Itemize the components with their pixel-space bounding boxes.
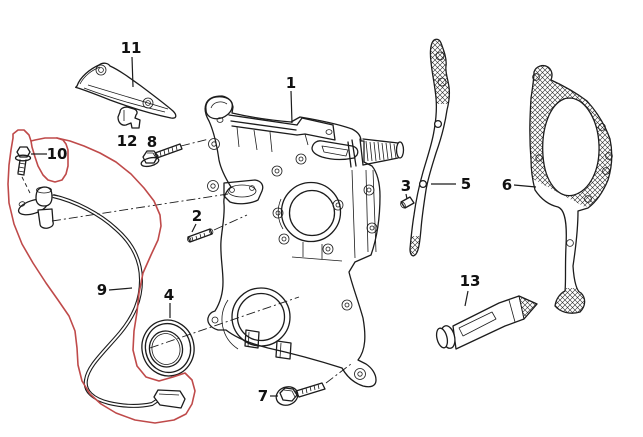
chain-guide-clip <box>117 106 141 129</box>
bolt-bosses <box>207 138 378 380</box>
callout-9: 9 <box>97 281 133 299</box>
cable-connector <box>153 389 186 409</box>
part-number-12[interactable]: 12 <box>117 132 138 150</box>
callout-8: 8 <box>147 133 157 151</box>
callout-1: 1 <box>286 74 296 124</box>
threaded-stub <box>347 138 405 168</box>
callout-7: 7 <box>258 387 278 405</box>
callout-11: 11 <box>121 39 142 88</box>
crankshaft-sensor-cable <box>17 186 186 409</box>
bolt-7 <box>275 382 326 406</box>
callout-13: 13 <box>460 272 481 307</box>
water-pump-gasket-6 <box>529 65 613 314</box>
part-number-11[interactable]: 11 <box>121 39 142 57</box>
timing-gasket-5 <box>409 38 451 257</box>
shaft-seal-ring <box>141 319 195 377</box>
part-number-8[interactable]: 8 <box>147 133 157 151</box>
highlight-annotation <box>7 129 196 424</box>
bolt-10 <box>14 146 32 176</box>
stud-2 <box>187 228 214 243</box>
part-number-13[interactable]: 13 <box>460 272 481 290</box>
alignment-lines <box>21 138 352 384</box>
callout-12: 12 <box>117 132 138 150</box>
sensor-head <box>17 186 59 229</box>
bolt-8 <box>140 143 183 168</box>
part-number-10[interactable]: 10 <box>47 145 68 163</box>
callout-2: 2 <box>191 207 202 233</box>
callout-10: 10 <box>31 145 67 163</box>
part-number-7[interactable]: 7 <box>258 387 268 405</box>
part-number-9[interactable]: 9 <box>97 281 107 299</box>
part-number-3[interactable]: 3 <box>401 177 411 195</box>
part-number-4[interactable]: 4 <box>164 286 174 304</box>
callout-3: 3 <box>401 177 411 200</box>
callout-6: 6 <box>502 176 537 194</box>
part-number-2[interactable]: 2 <box>192 207 202 225</box>
callout-5: 5 <box>431 175 471 193</box>
part-number-5[interactable]: 5 <box>461 175 471 193</box>
highlight-loop <box>7 129 196 424</box>
sealant-tube <box>435 295 538 350</box>
highlight-loop-notch <box>30 137 69 183</box>
callout-4: 4 <box>164 286 174 318</box>
part-number-1[interactable]: 1 <box>286 74 296 92</box>
part-number-6[interactable]: 6 <box>502 176 512 194</box>
timing-case-housing <box>204 95 405 388</box>
chain-guide-rail <box>74 62 177 119</box>
part-callouts: 1 2 3 4 5 6 7 8 9 10 11 12 13 <box>31 39 537 405</box>
